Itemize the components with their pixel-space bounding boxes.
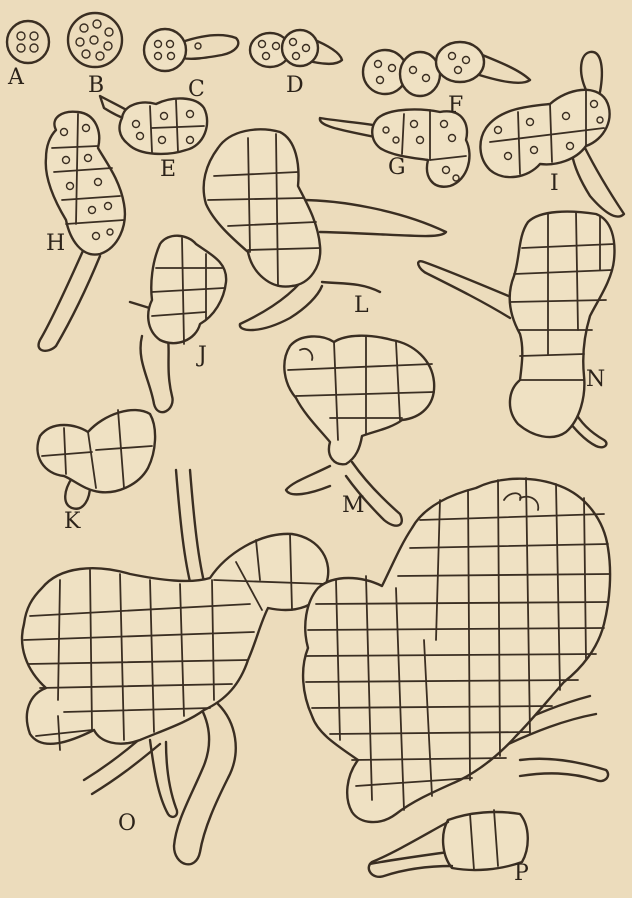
label-G: G <box>388 155 406 180</box>
label-I: I <box>550 171 559 196</box>
label-B: B <box>88 73 104 98</box>
figure-E <box>100 96 207 154</box>
label-O: O <box>118 811 136 836</box>
figure-C <box>144 29 238 71</box>
label-L: L <box>354 293 369 318</box>
label-C: C <box>188 77 205 102</box>
label-E: E <box>160 157 176 182</box>
label-K: K <box>64 509 81 534</box>
label-D: D <box>286 73 304 98</box>
label-J: J <box>196 343 207 368</box>
figure-D <box>250 30 342 67</box>
figure-J <box>130 236 226 412</box>
figure-N <box>418 212 614 448</box>
figure-A <box>7 21 49 63</box>
label-F: F <box>448 93 463 118</box>
label-A: A <box>7 65 25 90</box>
figure-K <box>37 410 155 509</box>
label-H: H <box>46 231 65 256</box>
figure-F <box>363 42 530 96</box>
figure-B <box>68 13 122 67</box>
label-M: M <box>342 493 365 518</box>
figure-L <box>204 129 446 330</box>
label-P: P <box>514 861 529 886</box>
figure-P <box>303 478 610 877</box>
label-N: N <box>586 367 605 392</box>
